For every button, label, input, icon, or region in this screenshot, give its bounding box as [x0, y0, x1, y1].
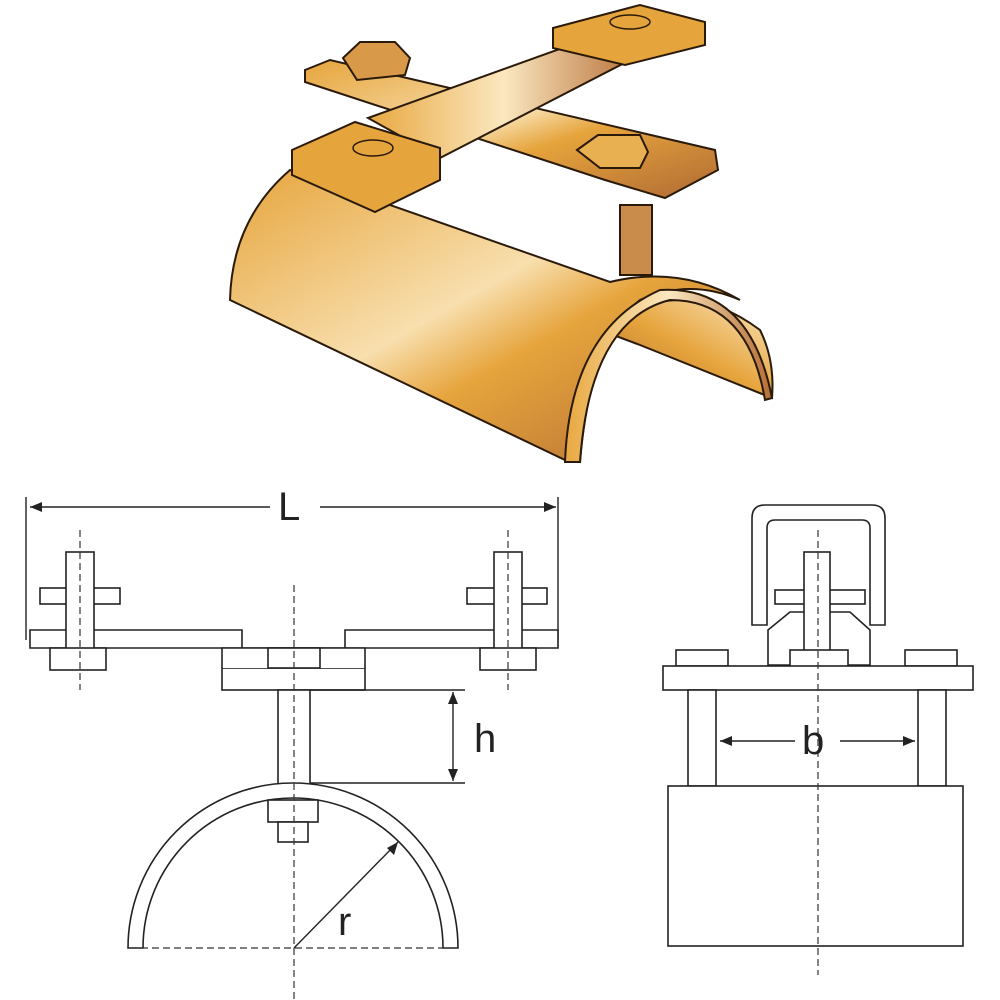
stem — [277, 689, 311, 786]
saddle-side — [667, 785, 964, 947]
post — [687, 689, 717, 787]
pad-hole — [352, 139, 394, 157]
label-radius: r — [338, 900, 351, 944]
saddle-front-rim — [563, 288, 774, 463]
nut — [904, 649, 958, 667]
yoke — [751, 504, 886, 626]
post — [917, 689, 947, 787]
bolt — [803, 551, 831, 666]
hex-nut — [575, 134, 650, 169]
label-length: L — [278, 485, 300, 529]
label-height: h — [474, 717, 496, 761]
front-view: L h r — [25, 485, 559, 1000]
nut — [675, 649, 729, 667]
label-width: b — [802, 719, 824, 763]
nut — [267, 799, 319, 823]
nut — [49, 647, 107, 671]
top-plate — [29, 629, 559, 649]
clamp-illustration — [228, 3, 774, 464]
saddle-arch — [127, 782, 459, 949]
hex-nut — [341, 41, 412, 82]
pad-hole — [609, 14, 651, 30]
threaded-bolt — [619, 204, 653, 276]
side-view: b — [662, 504, 974, 975]
pad-front-left — [291, 120, 441, 214]
nut — [479, 647, 537, 671]
pad-back-right — [552, 3, 706, 67]
